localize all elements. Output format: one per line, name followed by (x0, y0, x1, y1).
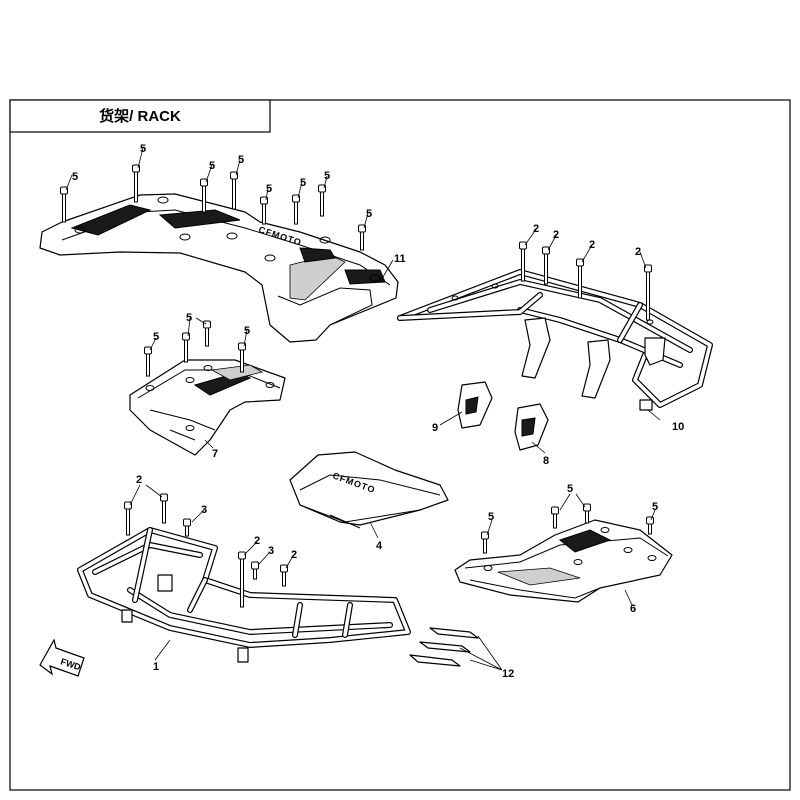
callout-3: 3 (268, 545, 274, 557)
bolt-icon[interactable] (280, 564, 288, 587)
part-11-front-rack-panel[interactable]: CFMOTO (39, 193, 399, 343)
callout-7: 7 (212, 448, 218, 460)
callout-4: 4 (376, 540, 383, 552)
callout-2: 2 (533, 223, 539, 235)
callout-3: 3 (201, 504, 207, 516)
part-1-front-rack-frame[interactable] (77, 527, 411, 663)
bolt-icon[interactable] (144, 346, 152, 377)
callout-labels: 5 5 5 5 5 5 5 5 11 2 2 2 2 10 5 5 5 7 9 … (72, 143, 684, 680)
callout-2: 2 (291, 549, 297, 561)
bolt-icon[interactable] (238, 551, 246, 608)
part-12-rack-pads[interactable] (409, 627, 479, 667)
bolt-icon[interactable] (60, 186, 68, 223)
bolt-icon[interactable] (230, 171, 238, 210)
callout-5: 5 (324, 170, 330, 182)
bolt-icon[interactable] (124, 501, 132, 536)
callout-2: 2 (635, 246, 641, 258)
bolt-icon[interactable] (200, 178, 208, 213)
bolt-icon[interactable] (260, 196, 268, 225)
callout-5: 5 (652, 501, 658, 513)
callout-2: 2 (136, 474, 142, 486)
bolt-icon[interactable] (542, 246, 550, 285)
bolt-icon[interactable] (358, 224, 366, 251)
bolt-icon[interactable] (292, 194, 300, 225)
bolt-icon[interactable] (318, 184, 326, 217)
diagram-border (9, 99, 791, 791)
part-10-rear-rack-frame[interactable] (397, 269, 713, 411)
bolt-icon[interactable] (183, 518, 191, 537)
bolt-icon[interactable] (182, 332, 190, 363)
callout-5: 5 (366, 208, 372, 220)
bolt-icon[interactable] (132, 164, 140, 203)
callout-2: 2 (553, 229, 559, 241)
callout-5: 5 (140, 143, 146, 155)
callout-8: 8 (543, 455, 549, 467)
part-7-small-rack-panel[interactable] (129, 359, 286, 456)
part-4-rack-cover[interactable]: CFMOTO (289, 451, 449, 529)
part-9-mount-bracket[interactable] (457, 381, 493, 429)
page-title: 货架/ RACK (99, 107, 181, 125)
bolt-icon[interactable] (583, 503, 591, 524)
bolt-icon[interactable] (646, 516, 654, 535)
callout-5: 5 (72, 171, 78, 183)
callout-12: 12 (502, 668, 514, 680)
callout-5: 5 (238, 154, 244, 166)
bolt-icon[interactable] (251, 561, 259, 580)
bolt-icon[interactable] (644, 264, 652, 321)
callout-1: 1 (153, 661, 159, 673)
title-box: 货架/ RACK (9, 99, 271, 133)
callout-5: 5 (209, 160, 215, 172)
bolt-icon[interactable] (203, 320, 211, 347)
leader-lines (65, 147, 661, 671)
callout-2: 2 (589, 239, 595, 251)
bolt-icon[interactable] (519, 241, 527, 282)
callout-6: 6 (630, 603, 636, 615)
callout-5: 5 (266, 183, 272, 195)
bolt-icon[interactable] (576, 258, 584, 299)
callout-5: 5 (244, 325, 250, 337)
bolt-icon[interactable] (238, 342, 246, 373)
bolt-icon[interactable] (481, 531, 489, 554)
fwd-arrow: FWD (39, 638, 85, 677)
callout-5: 5 (186, 312, 192, 324)
callout-5: 5 (300, 177, 306, 189)
callout-9: 9 (432, 422, 438, 434)
part-6-rear-rack-panel[interactable] (454, 519, 673, 603)
callout-11: 11 (394, 253, 406, 265)
callout-10: 10 (672, 421, 684, 433)
callout-5: 5 (567, 483, 573, 495)
callout-5: 5 (153, 331, 159, 343)
callout-2: 2 (254, 535, 260, 547)
bolt-icon[interactable] (160, 493, 168, 524)
callout-5: 5 (488, 511, 494, 523)
bolt-icon[interactable] (551, 506, 559, 529)
part-8-mount-bracket[interactable] (514, 403, 549, 451)
bolt-group (60, 164, 654, 608)
